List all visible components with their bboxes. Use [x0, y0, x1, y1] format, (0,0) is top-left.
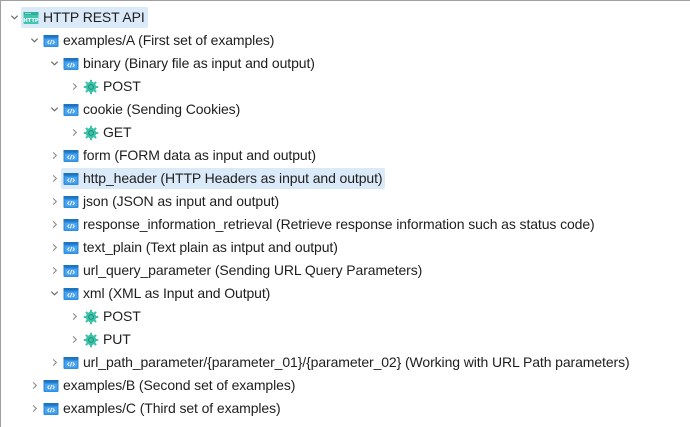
tree: HTTP HTTP REST API examples/A (First set…: [1, 6, 633, 420]
tree-node-label: GET: [103, 124, 132, 140]
tree-row-5[interactable]: form (FORM data as input and output): [1, 144, 633, 167]
tree-row-11[interactable]: xml (XML as Input and Output): [1, 282, 633, 305]
tree-row-3[interactable]: cookie (Sending Cookies): [1, 98, 633, 121]
chevron-right-icon[interactable]: [67, 121, 81, 144]
tree-node-label: url_path_parameter/{parameter_01}/{param…: [83, 354, 630, 370]
tree-node[interactable]: url_query_parameter (Sending URL Query P…: [61, 260, 425, 281]
tree-node-label: response_information_retrieval (Retrieve…: [83, 216, 595, 232]
tree-node[interactable]: PUT: [81, 329, 134, 350]
chevron-down-icon[interactable]: [27, 29, 41, 52]
tree-node-label: json (JSON as input and output): [83, 193, 280, 209]
tree-node[interactable]: json (JSON as input and output): [61, 191, 282, 212]
tree-row-10[interactable]: url_query_parameter (Sending URL Query P…: [1, 259, 633, 282]
chevron-right-icon[interactable]: [67, 328, 81, 351]
tree-row-16[interactable]: examples/C (Third set of examples): [1, 397, 633, 420]
resource-folder-icon: [63, 217, 79, 233]
tree-node-label: http_header (HTTP Headers as input and o…: [83, 170, 383, 186]
tree-node-label: examples/B (Second set of examples): [63, 377, 296, 393]
tree-node-label: url_query_parameter (Sending URL Query P…: [83, 262, 423, 278]
tree-row-8[interactable]: response_information_retrieval (Retrieve…: [1, 213, 633, 236]
tree-node-label: POST: [103, 78, 141, 94]
gear-icon: [83, 309, 99, 325]
tree-row-15[interactable]: examples/B (Second set of examples): [1, 374, 633, 397]
resource-folder-icon: [63, 263, 79, 279]
tree-row-9[interactable]: text_plain (Text plain as intput and out…: [1, 236, 633, 259]
resource-folder-icon: [63, 194, 79, 210]
tree-node[interactable]: GET: [81, 122, 134, 143]
tree-node[interactable]: xml (XML as Input and Output): [61, 283, 273, 304]
tree-node[interactable]: text_plain (Text plain as intput and out…: [61, 237, 341, 258]
tree-node[interactable]: POST: [81, 76, 144, 97]
chevron-right-icon[interactable]: [47, 190, 61, 213]
tree-node-label: examples/C (Third set of examples): [63, 400, 281, 416]
tree-node-label: POST: [103, 308, 141, 324]
tree-node[interactable]: examples/B (Second set of examples): [41, 375, 298, 396]
chevron-right-icon[interactable]: [47, 259, 61, 282]
tree-node[interactable]: response_information_retrieval (Retrieve…: [61, 214, 598, 235]
chevron-right-icon[interactable]: [27, 374, 41, 397]
gear-icon: [83, 79, 99, 95]
tree-node-label: PUT: [103, 331, 131, 347]
resource-folder-icon: [43, 401, 59, 417]
tree-node-label: HTTP REST API: [43, 9, 145, 25]
resource-folder-icon: [63, 148, 79, 164]
resource-folder-icon: [63, 102, 79, 118]
chevron-right-icon[interactable]: [47, 144, 61, 167]
tree-node[interactable]: http_header (HTTP Headers as input and o…: [61, 168, 386, 189]
chevron-down-icon[interactable]: [47, 98, 61, 121]
resource-folder-icon: [63, 56, 79, 72]
chevron-right-icon[interactable]: [67, 305, 81, 328]
gear-icon: [83, 332, 99, 348]
chevron-right-icon[interactable]: [27, 397, 41, 420]
tree-row-1[interactable]: binary (Binary file as input and output): [1, 52, 633, 75]
resource-folder-icon: [63, 171, 79, 187]
tree-row-14[interactable]: url_path_parameter/{parameter_01}/{param…: [1, 351, 633, 374]
tree-node-root[interactable]: HTTP HTTP REST API: [21, 7, 148, 28]
tree-node-label: xml (XML as Input and Output): [83, 285, 271, 301]
chevron-right-icon[interactable]: [47, 167, 61, 190]
resource-folder-icon: [43, 33, 59, 49]
http-icon: HTTP: [23, 10, 39, 26]
tree-node[interactable]: form (FORM data as input and output): [61, 145, 319, 166]
tree-row-root[interactable]: HTTP HTTP REST API: [1, 6, 633, 29]
resource-folder-icon: [43, 378, 59, 394]
tree-node[interactable]: POST: [81, 306, 144, 327]
tree-row-0[interactable]: examples/A (First set of examples): [1, 29, 633, 52]
resource-folder-icon: [63, 240, 79, 256]
tree-row-7[interactable]: json (JSON as input and output): [1, 190, 633, 213]
tree-row-4[interactable]: GET: [1, 121, 633, 144]
tree-node-label: text_plain (Text plain as intput and out…: [83, 239, 338, 255]
tree-row-13[interactable]: PUT: [1, 328, 633, 351]
chevron-down-icon[interactable]: [47, 52, 61, 75]
chevron-right-icon[interactable]: [47, 351, 61, 374]
gear-icon: [83, 125, 99, 141]
resource-folder-icon: [63, 286, 79, 302]
tree-node-label: binary (Binary file as input and output): [83, 55, 315, 71]
tree-node[interactable]: examples/A (First set of examples): [41, 30, 277, 51]
chevron-right-icon[interactable]: [67, 75, 81, 98]
svg-text:HTTP: HTTP: [23, 18, 39, 24]
tree-node-label: examples/A (First set of examples): [63, 32, 275, 48]
tree-node-label: form (FORM data as input and output): [83, 147, 316, 163]
resource-folder-icon: [63, 355, 79, 371]
tree-node[interactable]: examples/C (Third set of examples): [41, 398, 284, 419]
tree-row-12[interactable]: POST: [1, 305, 633, 328]
tree-node[interactable]: binary (Binary file as input and output): [61, 53, 318, 74]
tree-node[interactable]: url_path_parameter/{parameter_01}/{param…: [61, 352, 633, 373]
tree-row-6[interactable]: http_header (HTTP Headers as input and o…: [1, 167, 633, 190]
tree-node-label: cookie (Sending Cookies): [83, 101, 241, 117]
chevron-right-icon[interactable]: [47, 236, 61, 259]
tree-node[interactable]: cookie (Sending Cookies): [61, 99, 243, 120]
chevron-right-icon[interactable]: [47, 213, 61, 236]
tree-row-2[interactable]: POST: [1, 75, 633, 98]
chevron-down-icon[interactable]: [47, 282, 61, 305]
chevron-down-icon[interactable]: [7, 6, 21, 29]
